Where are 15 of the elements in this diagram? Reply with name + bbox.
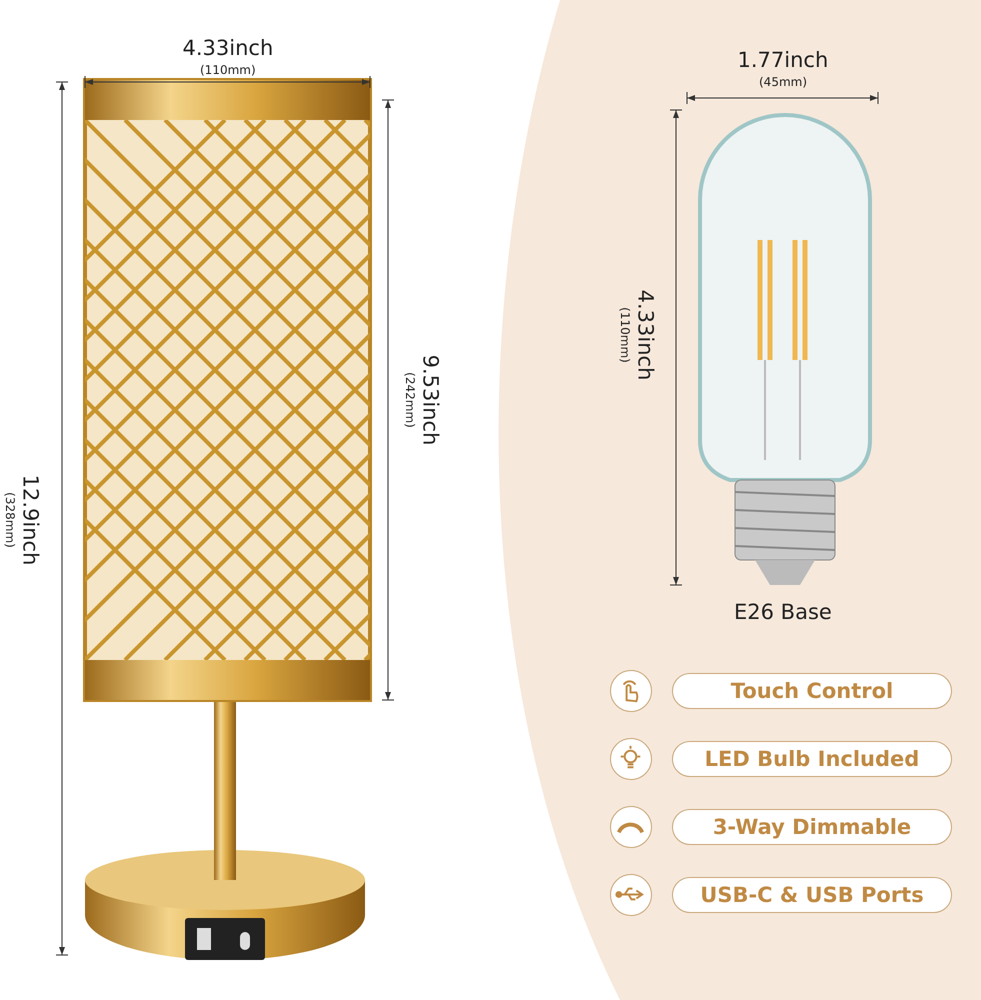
dimension-label: (45mm) [759,75,808,89]
feature-pill: 3-Way Dimmable [672,809,952,845]
feature-pill: Touch Control [672,673,952,709]
dimension-label: 4.33inch [632,290,657,380]
dimension-label: 1.77inch [738,48,828,72]
dimension-label: 12.9inch [18,474,42,566]
dimension-label: 9.53inch [418,354,442,446]
dimension-label: (328mm) [2,492,17,548]
dimension-label: 4.33inch [182,36,274,60]
feature-pill: USB-C & USB Ports [672,877,952,913]
dimension-label: (110mm) [618,307,632,363]
feature-pill: LED Bulb Included [672,741,952,777]
base-type-label: E26 Base [734,600,832,624]
dimension-label: (242mm) [402,372,417,428]
dimension-label: (110mm) [200,63,256,77]
